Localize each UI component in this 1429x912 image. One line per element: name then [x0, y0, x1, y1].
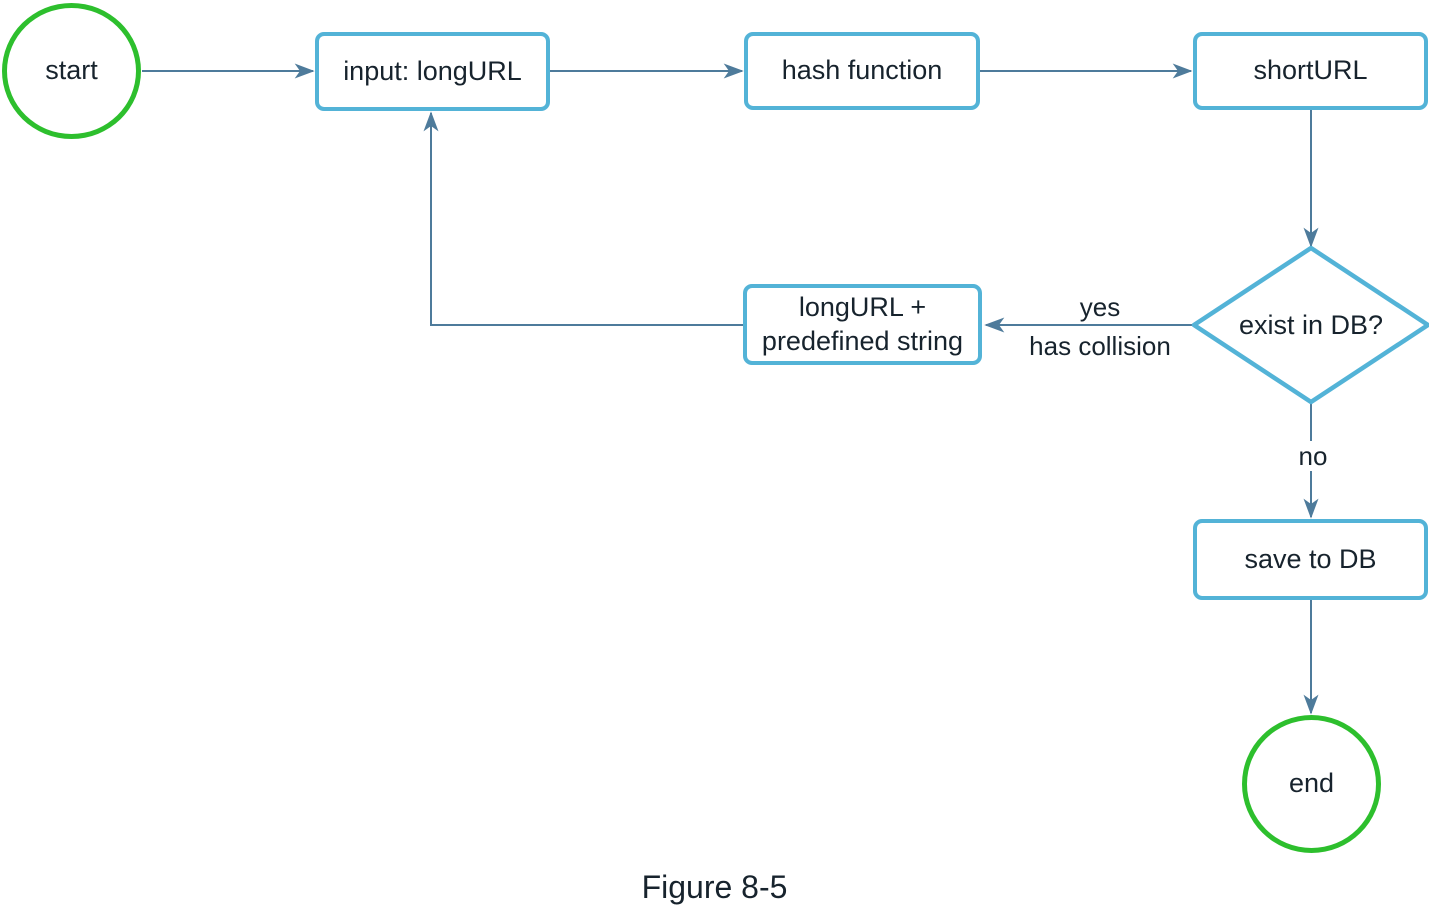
start-terminal-node: start	[2, 3, 141, 139]
edge-collision-loop-to-input	[423, 111, 743, 326]
longurl-predefined-string-node: longURL + predefined string	[743, 284, 982, 365]
shorturl-node: shortURL	[1193, 32, 1428, 110]
save-to-db-node: save to DB	[1193, 519, 1428, 600]
decision-diamond-shape	[1191, 245, 1429, 405]
edge-label-has-collision: has collision	[1029, 331, 1171, 361]
exist-in-db-decision-label: exist in DB?	[1238, 309, 1384, 340]
figure-caption: Figure 8-5	[641, 869, 788, 905]
end-terminal-node: end	[1242, 715, 1381, 853]
hash-function-node: hash function	[744, 32, 980, 110]
input-longurl-node: input: longURL	[315, 32, 550, 111]
edge-label-no: no	[1286, 441, 1340, 471]
edge-label-yes: yes	[1079, 292, 1121, 322]
